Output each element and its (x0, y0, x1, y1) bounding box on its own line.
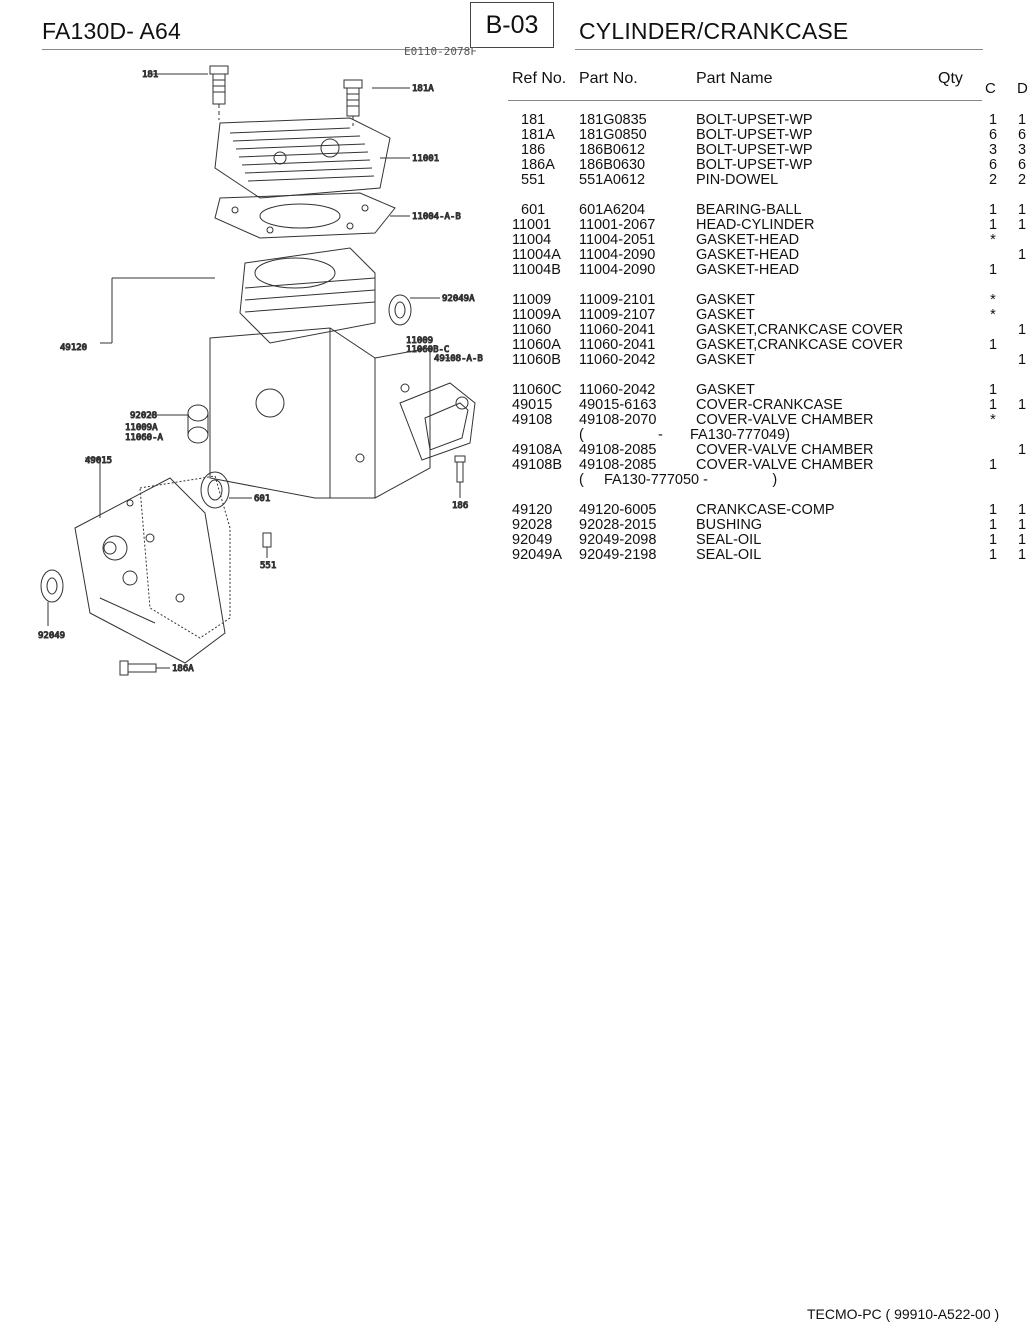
label-49108: 49108-A-B (434, 354, 483, 364)
bushing-drawing (150, 404, 209, 444)
table-header-rule (508, 100, 982, 101)
label-11009A: 11009A (125, 423, 158, 433)
drawing-code: E0110-2078F (404, 45, 477, 58)
bolt-186A-drawing (119, 660, 170, 676)
label-186A: 186A (172, 664, 194, 674)
header-rule-left (42, 49, 470, 50)
col-header-part: Part No. (579, 70, 638, 87)
head-gasket-drawing (214, 192, 410, 239)
crankcase-cover-drawing (74, 457, 226, 664)
col-header-qty: Qty (938, 70, 963, 87)
bolt-186-drawing (454, 455, 466, 498)
document-footer: TECMO-PC ( 99910-A522-00 ) (807, 1306, 1000, 1322)
label-49120: 49120 (60, 343, 87, 353)
label-92049: 92049 (38, 631, 65, 641)
label-49015: 49015 (85, 456, 112, 466)
cylinder-head-drawing (214, 117, 410, 199)
label-11060A: 11060-A (125, 433, 164, 443)
oil-seal-92049A-drawing (388, 294, 440, 326)
col-header-ref: Ref No. (512, 70, 567, 87)
label-11001: 11001 (412, 154, 439, 164)
dowel-pin-drawing (262, 532, 272, 558)
valve-cover-drawing (399, 357, 476, 461)
table-note-row: ( FA130-777050 - ) (579, 472, 778, 488)
col-header-c: C (985, 80, 996, 97)
label-11004: 11004-A-B (412, 212, 461, 222)
oil-seal-92049-drawing (40, 569, 64, 626)
label-551: 551 (260, 561, 276, 571)
label-11009: 11009 (406, 336, 433, 346)
label-186: 186 (452, 501, 468, 511)
section-code: B-03 (470, 2, 554, 48)
label-601: 601 (254, 494, 270, 504)
model-title: FA130D- A64 (42, 18, 182, 44)
header-rule-right (575, 49, 983, 50)
crankcase-block-drawing (100, 247, 431, 499)
bolt-181A-drawing (343, 79, 363, 117)
exploded-parts-diagram: 181 181A 11001 11004-A-B 92049A 11009 11… (38, 65, 483, 676)
page-title: CYLINDER/CRANKCASE (579, 18, 849, 44)
label-92028: 92028 (130, 411, 157, 421)
label-11060B: 11060B-C (406, 345, 449, 355)
col-header-name: Part Name (696, 70, 773, 87)
col-header-d: D (1017, 80, 1028, 97)
label-181: 181 (142, 70, 158, 80)
bearing-drawing (200, 471, 252, 509)
label-181A: 181A (412, 84, 434, 94)
table-note-row: (-FA130-777049) (579, 427, 790, 443)
label-92049A: 92049A (442, 294, 475, 304)
bolt-181-drawing (209, 65, 229, 105)
cover-gasket-drawing (139, 475, 231, 639)
